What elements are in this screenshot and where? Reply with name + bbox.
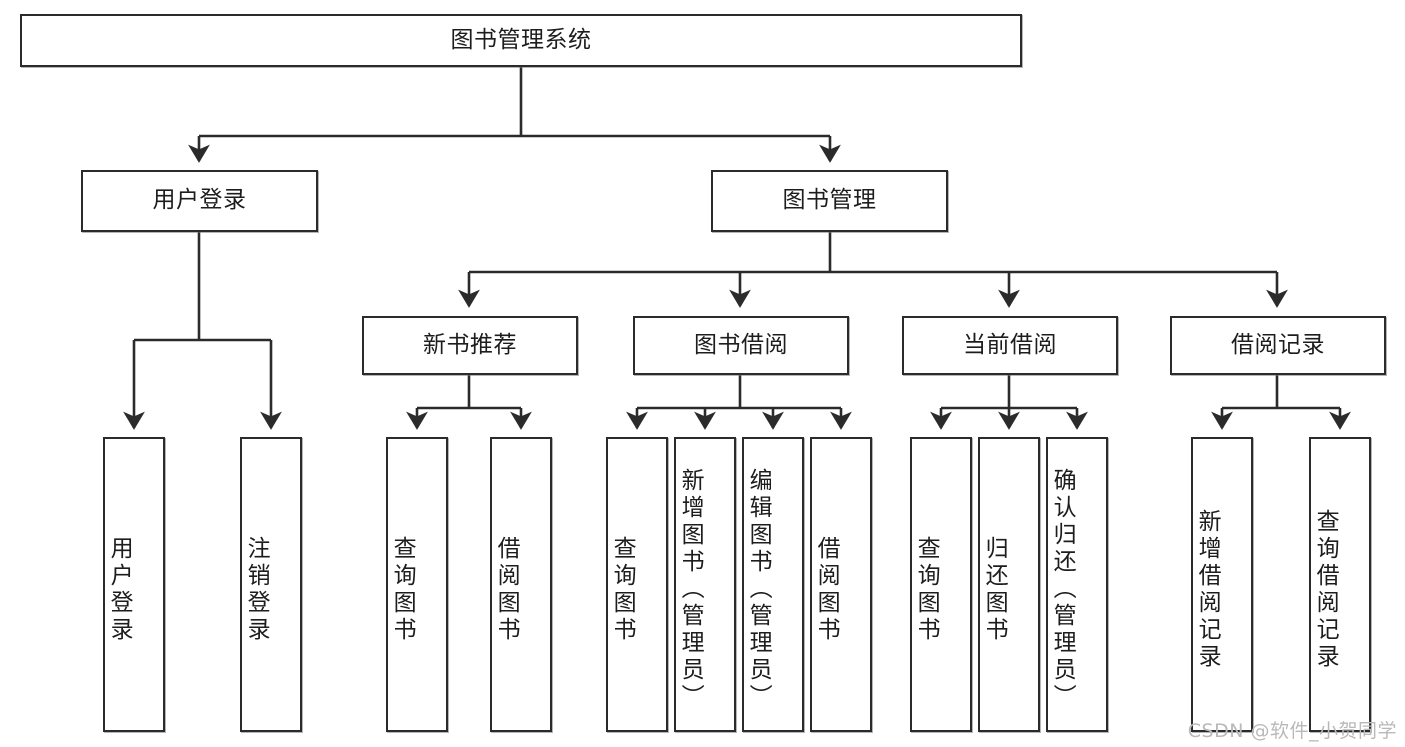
node-leaf-query-book-newbook-label: 查询图书 (389, 535, 416, 644)
node-current-borrow-label: 当前借阅 (963, 331, 1057, 358)
node-current-borrow[interactable]: 当前借阅 (902, 316, 1118, 375)
node-book-management[interactable]: 图书管理 (711, 170, 948, 232)
node-leaf-confirm-return-admin-label: 确认归还（管理员） (1049, 468, 1076, 711)
node-leaf-user-login-label: 用户登录 (106, 535, 133, 644)
node-leaf-logout-label: 注销登录 (243, 535, 270, 644)
node-leaf-confirm-return-admin[interactable]: 确认归还（管理员） (1046, 437, 1108, 732)
node-book-borrow-label: 图书借阅 (694, 331, 788, 358)
node-leaf-edit-book-admin[interactable]: 编辑图书（管理员） (742, 437, 804, 732)
node-leaf-return-book-label: 归还图书 (981, 535, 1008, 644)
node-leaf-query-book-borrow-label: 查询图书 (609, 535, 636, 644)
node-leaf-borrow-book-label: 借阅图书 (813, 535, 840, 644)
node-leaf-query-book-current[interactable]: 查询图书 (910, 437, 972, 732)
node-root-system-label: 图书管理系统 (450, 26, 592, 53)
node-leaf-add-borrow-record-label: 新增借阅记录 (1194, 508, 1221, 671)
node-book-management-label: 图书管理 (782, 187, 877, 214)
node-leaf-add-book-admin[interactable]: 新增图书（管理员） (674, 437, 736, 732)
node-leaf-query-borrow-record-label: 查询借阅记录 (1312, 508, 1339, 671)
node-user-login-label: 用户登录 (152, 187, 247, 214)
node-leaf-borrow-book-newbook[interactable]: 借阅图书 (490, 437, 552, 732)
node-leaf-add-borrow-record[interactable]: 新增借阅记录 (1191, 437, 1253, 732)
node-new-book-recommend[interactable]: 新书推荐 (362, 316, 578, 375)
node-leaf-user-login[interactable]: 用户登录 (103, 437, 165, 732)
node-leaf-query-book-borrow[interactable]: 查询图书 (606, 437, 668, 732)
node-user-login[interactable]: 用户登录 (81, 170, 318, 232)
node-new-book-recommend-label: 新书推荐 (423, 331, 517, 358)
node-leaf-logout[interactable]: 注销登录 (240, 437, 302, 732)
node-borrow-record-label: 借阅记录 (1231, 331, 1325, 358)
node-leaf-return-book[interactable]: 归还图书 (978, 437, 1040, 732)
node-book-borrow[interactable]: 图书借阅 (633, 316, 849, 375)
node-leaf-query-borrow-record[interactable]: 查询借阅记录 (1309, 437, 1371, 732)
node-leaf-borrow-book[interactable]: 借阅图书 (810, 437, 872, 732)
node-leaf-add-book-admin-label: 新增图书（管理员） (677, 468, 704, 711)
node-leaf-edit-book-admin-label: 编辑图书（管理员） (745, 468, 772, 711)
node-leaf-query-book-current-label: 查询图书 (913, 535, 940, 644)
node-borrow-record[interactable]: 借阅记录 (1170, 316, 1386, 375)
node-leaf-borrow-book-newbook-label: 借阅图书 (493, 535, 520, 644)
csdn-watermark: CSDN @软件_小贺同学 (1187, 720, 1397, 742)
node-root-system[interactable]: 图书管理系统 (20, 14, 1022, 67)
node-leaf-query-book-newbook[interactable]: 查询图书 (386, 437, 448, 732)
